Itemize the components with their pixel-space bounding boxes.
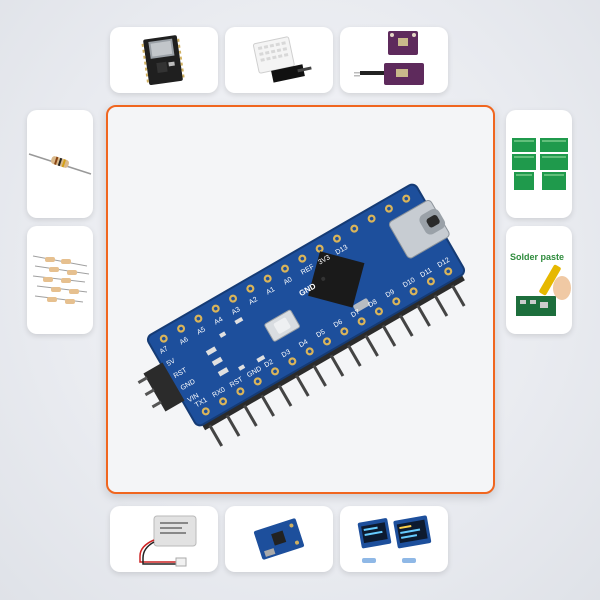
usb-charger-module-image (253, 518, 305, 560)
pin-label-bottom-10: D7 (350, 309, 361, 320)
dht22-sensor-image (252, 36, 312, 83)
oled-displays-image (357, 515, 432, 563)
resistor-image (28, 153, 92, 175)
esp32-module-image (141, 35, 185, 86)
pin-label-left-2: 5V (166, 357, 177, 368)
arduino-nano-board-image: A6 A5 A4 A3 A2 A1 A0 REF 3V3 D13 TX1 RX0… (137, 183, 466, 447)
pin-label-top-6: A1 (265, 286, 276, 296)
pin-label-top-2: A5 (196, 326, 207, 336)
thumbnail-resistor[interactable] (27, 110, 93, 218)
thumbnail-usb-charger-module[interactable] (225, 506, 333, 572)
thumbnail-oled-displays[interactable] (340, 506, 448, 572)
pin-label-left-5: VIN (187, 392, 201, 404)
bme280-sensor-module-image (354, 31, 424, 85)
resistor-pack-image (32, 255, 90, 304)
thumbnail-lipo-battery[interactable] (110, 506, 218, 572)
solder-paste-image: Solder paste (510, 252, 571, 316)
pin-label-top-4: A3 (231, 306, 242, 316)
lipo-battery-image (139, 515, 197, 567)
pin-label-top-1: A6 (179, 336, 190, 346)
thumbnail-resistor-pack[interactable] (27, 226, 93, 334)
thumbnail-solder-paste[interactable]: Solder paste (506, 226, 572, 334)
pin-label-bottom-11: D8 (367, 299, 378, 310)
solder-paste-label: Solder paste (510, 252, 564, 262)
pin-label-top-7: A0 (283, 276, 294, 286)
thumbnail-esp32-module[interactable] (110, 27, 218, 93)
pin-label-bottom-8: D5 (315, 329, 326, 340)
pin-label-bottom-6: D3 (281, 349, 292, 360)
thumbnail-pcb-prototype-boards[interactable] (506, 110, 572, 218)
thumbnail-bme280-sensor-module[interactable] (340, 27, 448, 93)
pin-label-top-3: A4 (213, 316, 224, 326)
thumbnail-dht22-sensor[interactable] (225, 27, 333, 93)
pin-label-bottom-5: D2 (263, 359, 274, 370)
pin-label-top-5: A2 (248, 296, 259, 306)
pcb-prototype-boards-image (512, 138, 568, 190)
main-product-image[interactable]: A6 A5 A4 A3 A2 A1 A0 REF 3V3 D13 TX1 RX0… (106, 105, 495, 494)
pin-label-bottom-9: D6 (333, 319, 344, 330)
pin-label-bottom-12: D9 (385, 289, 396, 300)
pin-label-bottom-7: D4 (298, 339, 309, 350)
pin-label-left-1: A7 (159, 345, 170, 355)
